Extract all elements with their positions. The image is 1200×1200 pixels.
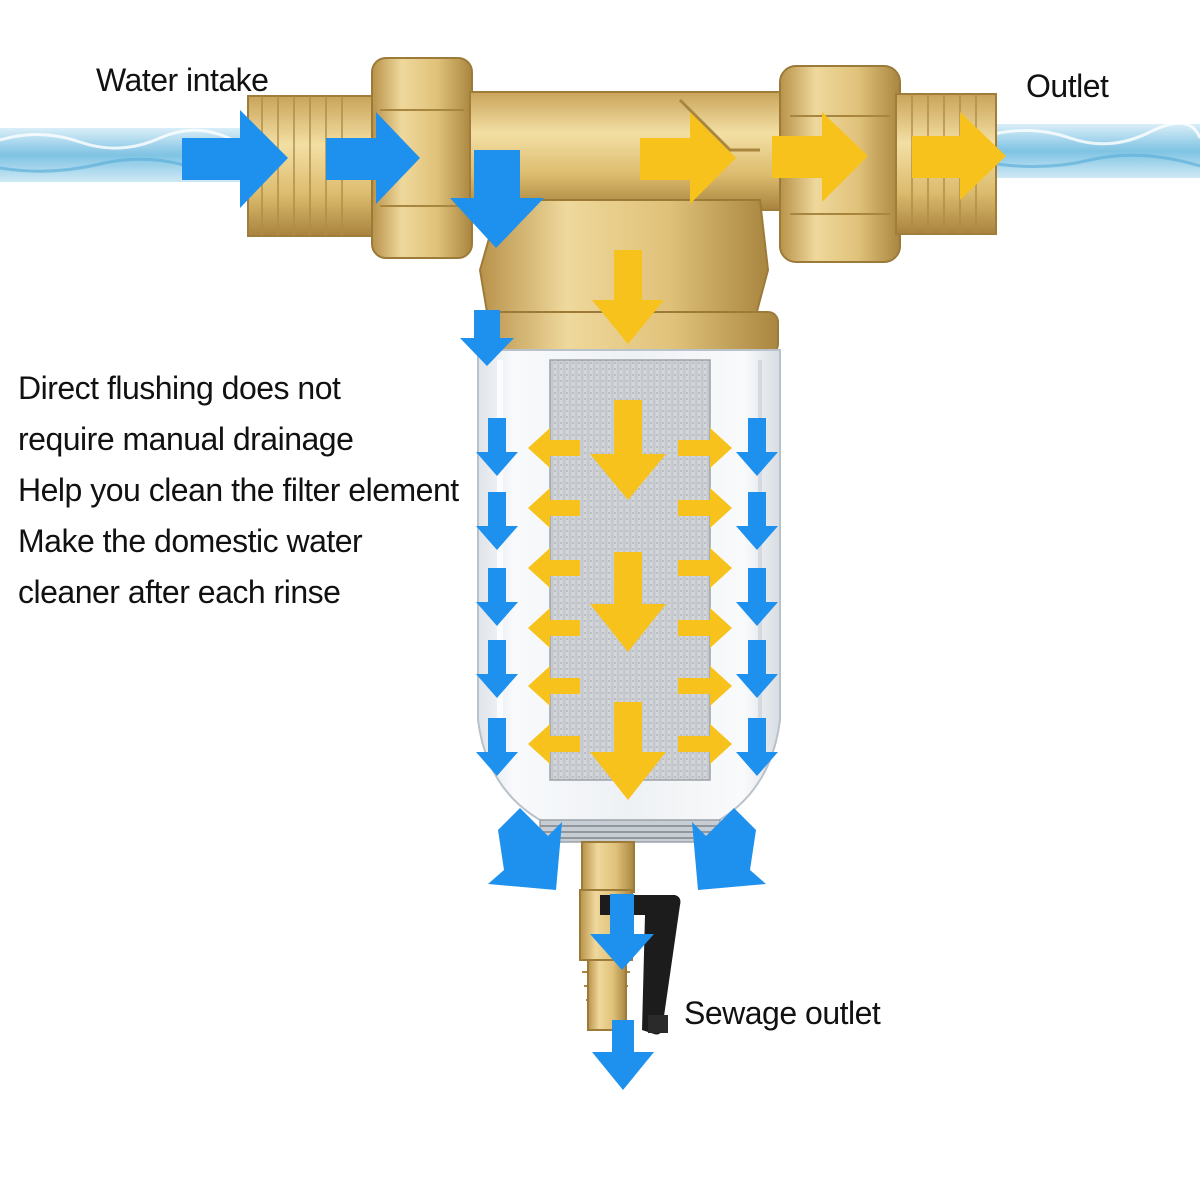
- water-intake-label: Water intake: [96, 62, 269, 98]
- arrow-blue-icon: [736, 718, 778, 776]
- arrow-yellow-icon: [678, 608, 732, 648]
- arrow-blue-icon: [476, 568, 518, 626]
- arrow-blue-icon: [592, 1020, 654, 1090]
- arrow-blue-icon: [460, 310, 514, 366]
- arrow-yellow-icon: [678, 428, 732, 468]
- arrow-blue-icon: [476, 718, 518, 776]
- arrow-blue-icon: [182, 110, 288, 208]
- arrow-yellow-icon: [678, 724, 732, 764]
- arrow-blue-icon: [450, 150, 544, 248]
- arrow-yellow-icon: [528, 666, 580, 706]
- description-line: require manual drainage: [18, 421, 354, 457]
- description-line: Direct flushing does not: [18, 370, 341, 406]
- arrow-yellow-icon: [590, 702, 666, 800]
- arrow-blue-icon: [736, 418, 778, 476]
- arrow-yellow-icon: [528, 724, 580, 764]
- ball-valve-handle-icon: [600, 895, 681, 1035]
- arrow-blue-icon: [488, 808, 562, 890]
- description-line: Help you clean the filter element: [18, 472, 459, 508]
- filtered-arrows: [528, 112, 1006, 800]
- description-line: Make the domestic water: [18, 523, 363, 559]
- arrow-blue-icon: [736, 492, 778, 550]
- sewage-outlet-label: Sewage outlet: [684, 995, 881, 1031]
- arrow-blue-icon: [590, 894, 654, 970]
- water-stream-right: [984, 121, 1200, 178]
- arrow-yellow-icon: [772, 112, 868, 202]
- arrow-yellow-icon: [528, 428, 580, 468]
- arrow-blue-icon: [736, 568, 778, 626]
- arrow-yellow-icon: [678, 548, 732, 588]
- arrow-blue-icon: [736, 640, 778, 698]
- description-line: cleaner after each rinse: [18, 574, 341, 610]
- feature-description: Direct flushing does not require manual …: [18, 370, 459, 625]
- arrow-yellow-icon: [912, 112, 1006, 200]
- arrow-yellow-icon: [592, 250, 664, 344]
- arrow-yellow-icon: [528, 488, 580, 528]
- arrow-blue-icon: [326, 112, 420, 204]
- arrow-yellow-icon: [590, 400, 666, 500]
- arrow-blue-icon: [476, 418, 518, 476]
- arrow-yellow-icon: [640, 112, 736, 204]
- outlet-label: Outlet: [1026, 68, 1109, 104]
- arrow-yellow-icon: [590, 552, 666, 652]
- arrow-blue-icon: [692, 808, 766, 890]
- arrow-yellow-icon: [678, 666, 732, 706]
- arrow-blue-icon: [476, 640, 518, 698]
- arrow-yellow-icon: [528, 548, 580, 588]
- arrow-blue-icon: [476, 492, 518, 550]
- arrow-yellow-icon: [678, 488, 732, 528]
- arrow-yellow-icon: [528, 608, 580, 648]
- inflow-arrows: [182, 110, 778, 1090]
